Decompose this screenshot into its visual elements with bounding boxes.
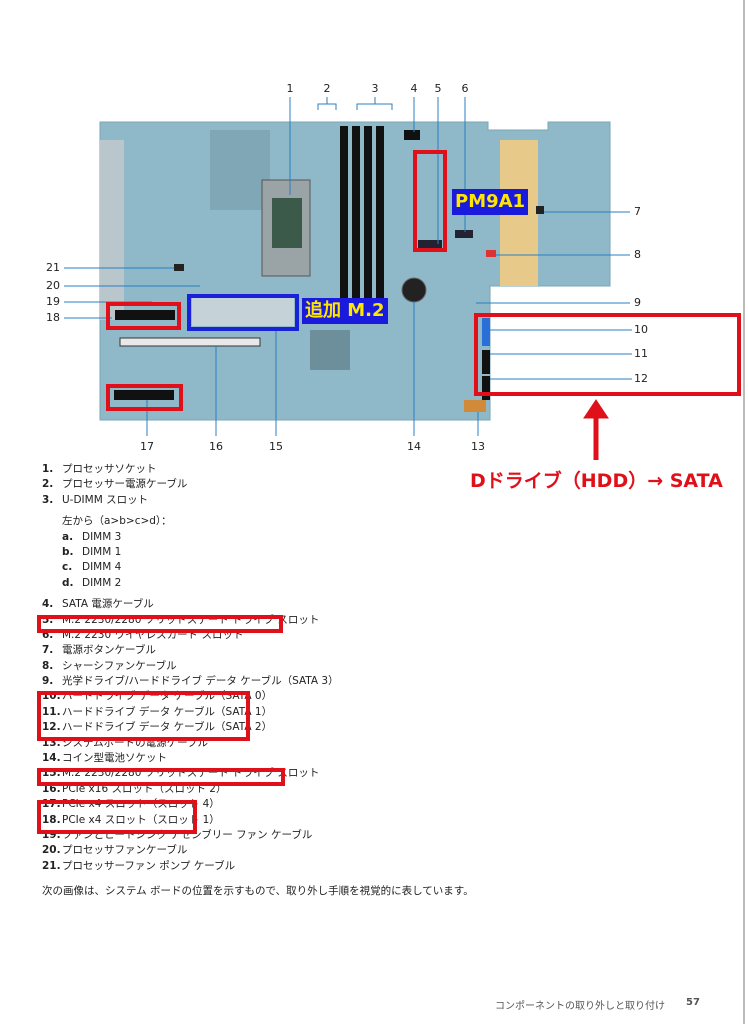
m2-wifi-slot: [455, 230, 473, 238]
callout-20: 20: [46, 279, 60, 292]
list-item: 3.U-DIMM スロット: [42, 493, 149, 506]
highlight-pcie-slot-17: [106, 384, 183, 411]
callout-1: 1: [286, 82, 294, 95]
hdd-sata-note: Dドライブ（HDD）→ SATA: [470, 470, 723, 492]
list-item: 8.シャーシファンケーブル: [42, 659, 177, 672]
callout-7: 7: [634, 205, 641, 218]
board-power-13: [464, 400, 486, 412]
highlight-pcie-slot-18: [106, 302, 181, 330]
highlight-sata-ports: [474, 313, 741, 396]
chipset: [310, 330, 350, 370]
list-item: 21.プロセッサーファン ポンプ ケーブル: [42, 859, 236, 872]
highlight-m2-slot-15: [187, 294, 299, 331]
highlight-list-10-12: [37, 691, 250, 741]
dimm-item: d.DIMM 2: [62, 576, 122, 589]
io-panel: [100, 140, 124, 320]
list-item: 20.プロセッサファンケーブル: [42, 844, 188, 857]
sata-0: [482, 318, 490, 346]
callout-13: 13: [471, 440, 485, 453]
callout-4: 4: [410, 82, 418, 95]
page-number: 57: [686, 997, 700, 1008]
list-item: 9.光学ドライブ/ハードドライブ データ ケーブル（SATA 3）: [42, 675, 339, 688]
callout-18: 18: [46, 311, 60, 324]
power-button-header: [536, 206, 544, 214]
sata-1: [482, 350, 490, 374]
pm9a1-label: PM9A1: [452, 189, 529, 215]
dimm-intro: 左から（a>b>c>d）：: [62, 515, 172, 528]
vrm-area: [210, 130, 270, 210]
sata-2: [482, 376, 490, 400]
callout-10: 10: [634, 323, 648, 336]
atx-power-4: [404, 130, 420, 140]
footer-section-title: コンポーネントの取り外しと取り付け: [495, 1001, 665, 1012]
hdd-arrow: [583, 399, 609, 460]
list-item: 7.電源ボタンケーブル: [42, 644, 156, 657]
callout-19: 19: [46, 295, 60, 308]
highlight-list-15: [37, 768, 285, 786]
callout-16: 16: [209, 440, 223, 453]
dimm-slots: [340, 126, 384, 301]
list-item: 12.ハードドライブ データ ケーブル（SATA 2）: [42, 721, 273, 734]
extra-m2-label: 追加 M.2: [302, 298, 388, 324]
pcie-x4-slot-4: [114, 390, 174, 400]
callout-21: 21: [46, 261, 60, 274]
highlight-list-17-18: [37, 800, 197, 834]
callout-3: 3: [371, 82, 379, 95]
callout-6: 6: [461, 82, 469, 95]
page-edge-divider: [743, 0, 745, 1024]
list-item: 1.プロセッサソケット: [42, 463, 157, 475]
highlight-list-5: [37, 615, 283, 633]
leader-lines: [64, 97, 632, 436]
callout-14: 14: [407, 440, 421, 453]
pcie-x16-slot: [119, 337, 261, 347]
callout-2: 2: [323, 82, 331, 95]
list-item: 18.PCIe x4 スロット（スロット 1）: [42, 813, 220, 826]
callout-17: 17: [140, 440, 154, 453]
callout-9: 9: [634, 296, 641, 309]
caption: 次の画像は、システム ボードの位置を示すもので、取り外し手順を視覚的に表していま…: [42, 885, 474, 897]
m2-slot-5: [418, 240, 442, 248]
dimm-item: b.DIMM 1: [62, 545, 122, 558]
callout-15: 15: [269, 440, 283, 453]
m2-slot-15: [192, 298, 294, 326]
list-item: 11.ハードドライブ データ ケーブル（SATA 1）: [42, 705, 273, 718]
list-item: 2.プロセッサー電源ケーブル: [42, 478, 188, 491]
pcie-x4-slot-1: [115, 310, 175, 320]
highlight-m2-slot-5: [413, 150, 447, 252]
list-item: 14.コイン型電池ソケット: [42, 752, 167, 765]
fan-header-red: [486, 250, 496, 257]
dimm-item: a.DIMM 3: [62, 530, 122, 543]
cpu-socket-inner: [272, 198, 302, 248]
callout-8: 8: [634, 248, 641, 261]
coin-battery: [401, 277, 427, 303]
dimm-item: c.DIMM 4: [62, 561, 122, 574]
cpu-fan-header: [174, 264, 184, 271]
callout-11: 11: [634, 347, 648, 360]
callout-5: 5: [434, 82, 442, 95]
callout-12: 12: [634, 372, 648, 385]
list-item: 4.SATA 電源ケーブル: [42, 598, 154, 611]
